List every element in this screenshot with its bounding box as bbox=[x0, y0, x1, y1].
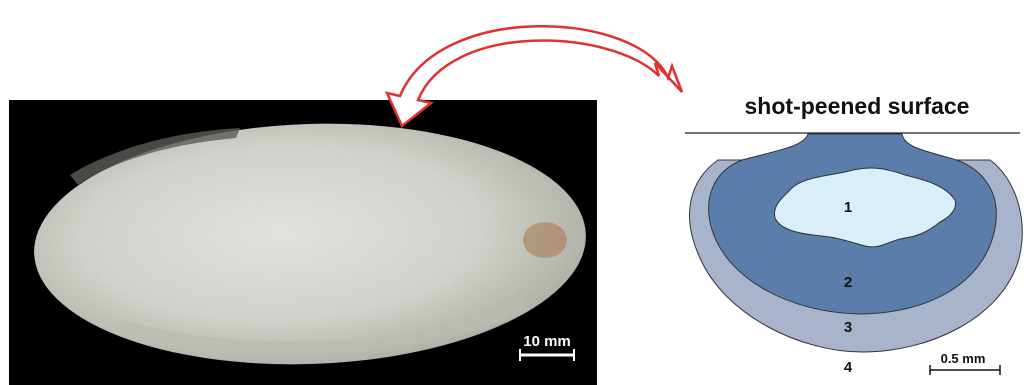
zone-schematic: shot-peened surface 1 2 3 4 0.5 mm bbox=[685, 93, 1022, 376]
zone-2-label: 2 bbox=[844, 274, 852, 291]
zone-1-label: 1 bbox=[844, 199, 852, 216]
corrosion-spot bbox=[523, 222, 567, 258]
fracture-photo: 10 mm bbox=[9, 100, 597, 385]
schematic-scale-label: 0.5 mm bbox=[941, 351, 986, 366]
zone-4-label: 4 bbox=[844, 359, 853, 376]
photo-scale-label: 10 mm bbox=[523, 333, 571, 350]
zone-3-label: 3 bbox=[844, 319, 852, 336]
surface-label: shot-peened surface bbox=[745, 93, 970, 119]
schematic-scale-bar: 0.5 mm bbox=[930, 351, 1000, 375]
